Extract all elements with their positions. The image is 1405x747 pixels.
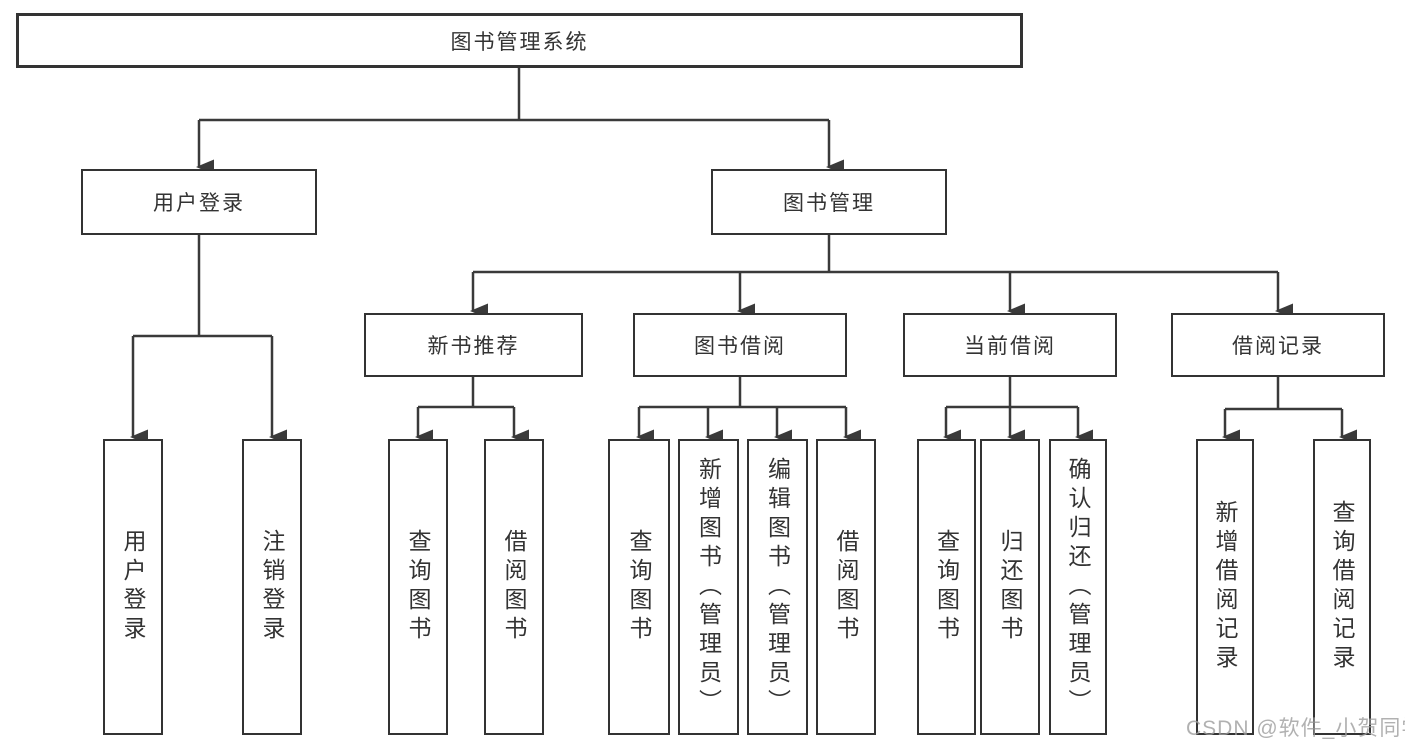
leaf-borrowing-add-books-admin: 新增图书（管理员） [678,439,739,735]
node-library-management-system: 图书管理系统 [16,13,1023,68]
leaf-recommend-query-books: 查询图书 [388,439,448,735]
leaf-recommend-borrow-books: 借阅图书 [484,439,544,735]
csdn-watermark: CSDN @软件_小贺同学 [1186,717,1405,740]
leaf-logout-login: 注销登录 [242,439,302,735]
node-user-login: 用户登录 [81,169,317,235]
leaf-current-query-books: 查询图书 [917,439,976,735]
leaf-current-confirm-return-admin: 确认归还（管理员） [1049,439,1107,735]
node-new-book-recommendation: 新书推荐 [364,313,583,377]
node-book-management: 图书管理 [711,169,947,235]
leaf-records-query-borrow-record: 查询借阅记录 [1313,439,1371,735]
leaf-borrowing-query-books: 查询图书 [608,439,670,735]
node-book-borrowing: 图书借阅 [633,313,847,377]
node-borrowing-records: 借阅记录 [1171,313,1385,377]
node-current-borrowing: 当前借阅 [903,313,1117,377]
leaf-current-return-books: 归还图书 [980,439,1040,735]
leaf-borrowing-edit-books-admin: 编辑图书（管理员） [747,439,808,735]
leaf-records-add-borrow-record: 新增借阅记录 [1196,439,1254,735]
leaf-borrowing-borrow-books: 借阅图书 [816,439,876,735]
leaf-user-login: 用户登录 [103,439,163,735]
